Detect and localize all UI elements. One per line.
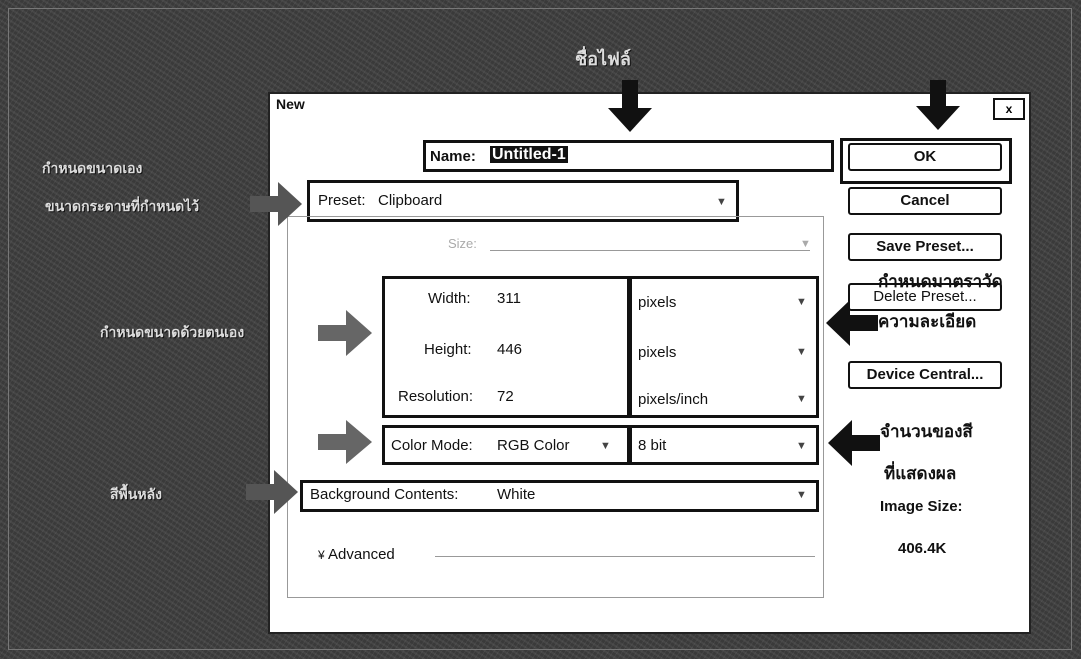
units-highlight-box <box>629 276 819 418</box>
annotation-color-count-2: ที่แสดงผล <box>884 464 957 483</box>
cancel-button[interactable]: Cancel <box>848 187 1002 215</box>
arrow-right-icon <box>246 470 298 514</box>
settings-panel <box>287 216 824 598</box>
annotation-background: สีพื้นหลัง <box>110 486 162 502</box>
annotation-color-count-1: จำนวนของสี <box>880 422 973 441</box>
height-label: Height: <box>424 341 472 358</box>
arrow-down-icon <box>608 80 652 132</box>
bit-depth-highlight-box <box>629 425 819 465</box>
image-size-label: Image Size: <box>880 498 963 515</box>
color-mode-label: Color Mode: <box>391 437 473 454</box>
size-label: Size: <box>448 236 477 251</box>
background-highlight-box <box>300 480 819 512</box>
arrow-down-icon <box>916 80 960 130</box>
dimensions-highlight-box <box>382 276 630 418</box>
color-mode-highlight-box <box>382 425 630 465</box>
name-label: Name: <box>430 148 476 165</box>
color-mode-select[interactable]: RGB Color <box>497 437 570 454</box>
annotation-manual-size: กำหนดขนาดด้วยตนเอง <box>100 324 245 340</box>
advanced-label: Advanced <box>328 546 395 563</box>
bit-depth-select[interactable]: 8 bit <box>638 437 667 454</box>
width-label: Width: <box>428 290 471 307</box>
ok-highlight-box <box>840 138 1012 184</box>
preset-select[interactable]: Clipboard <box>378 192 443 209</box>
advanced-toggle[interactable]: ¥ Advanced <box>318 546 395 563</box>
annotation-preset-size: ขนาดกระดาษที่กำหนดไว้ <box>45 198 200 214</box>
outer-frame <box>8 8 1072 650</box>
delete-preset-button[interactable]: Delete Preset... <box>848 283 1002 311</box>
arrow-right-icon <box>318 420 372 464</box>
annotation-custom-size: กำหนดขนาดเอง <box>42 160 143 176</box>
advanced-divider <box>435 556 815 557</box>
background-label: Background Contents: <box>310 486 459 503</box>
size-select[interactable] <box>490 250 810 251</box>
resolution-unit-select[interactable]: pixels/inch <box>638 391 709 408</box>
background-select[interactable]: White <box>497 486 536 503</box>
ok-button[interactable]: OK <box>848 143 1002 171</box>
height-unit-dropdown-icon[interactable]: ▼ <box>796 346 807 358</box>
width-unit-select[interactable]: pixels <box>638 294 677 311</box>
resolution-unit-dropdown-icon[interactable]: ▼ <box>796 393 807 405</box>
height-unit-select[interactable]: pixels <box>638 344 677 361</box>
image-size-value: 406.4K <box>898 540 947 557</box>
height-input[interactable]: 446 <box>497 341 523 358</box>
dialog-title: New <box>276 96 305 112</box>
name-value: Untitled-1 <box>490 146 568 163</box>
arrow-left-icon <box>826 300 878 346</box>
arrow-right-icon <box>318 310 372 356</box>
save-preset-button[interactable]: Save Preset... <box>848 233 1002 261</box>
name-highlight-box <box>423 140 834 172</box>
bit-depth-dropdown-icon[interactable]: ▼ <box>796 440 807 452</box>
arrow-left-icon <box>828 420 880 466</box>
annotation-measure-unit: กำหนดมาตราวัดความละเอียด <box>878 272 1003 331</box>
device-central-button[interactable]: Device Central... <box>848 361 1002 389</box>
name-input[interactable]: Untitled-1 <box>490 146 820 168</box>
resolution-input[interactable]: 72 <box>497 388 514 405</box>
close-button[interactable]: x <box>993 98 1025 120</box>
background-dropdown-icon[interactable]: ▼ <box>796 489 807 501</box>
arrow-right-icon <box>250 182 302 226</box>
chevron-down-icon: ¥ <box>318 548 325 562</box>
width-input[interactable]: 311 <box>497 290 521 307</box>
preset-highlight-box <box>307 180 739 222</box>
preset-label: Preset: <box>318 192 366 209</box>
preset-dropdown-icon[interactable]: ▼ <box>716 196 727 208</box>
width-unit-dropdown-icon[interactable]: ▼ <box>796 296 807 308</box>
color-mode-dropdown-icon[interactable]: ▼ <box>600 440 611 452</box>
annotation-filename: ชื่อไฟล์ <box>575 49 631 69</box>
resolution-label: Resolution: <box>398 388 474 405</box>
size-dropdown-icon[interactable]: ▼ <box>800 238 811 250</box>
